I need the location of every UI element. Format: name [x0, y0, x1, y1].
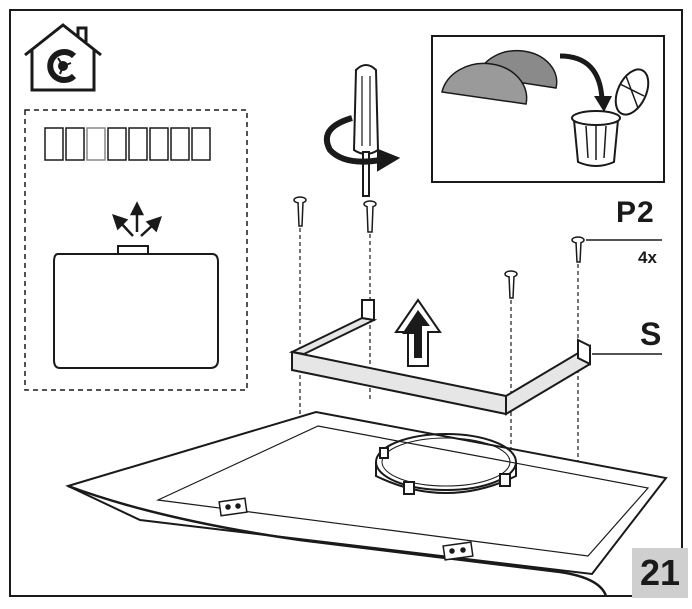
rotate-arrow-icon [323, 115, 401, 172]
filter-strip [44, 127, 211, 161]
outlet-collar-ring [375, 433, 517, 495]
screw-group [293, 196, 585, 299]
bracket-s [288, 299, 591, 416]
outer-frame [9, 9, 683, 597]
recirculation-house-icon [24, 23, 102, 92]
hood-plate [65, 410, 668, 597]
filter-disposal-trash-icon [441, 49, 650, 167]
page-number-badge: 21 [632, 548, 688, 598]
screw-4 [571, 236, 585, 263]
screw-part-label: P2 [616, 196, 655, 229]
screw-quantity-label: 4x [638, 248, 657, 267]
screw-2 [363, 200, 377, 233]
filter-cassette [53, 245, 219, 369]
lift-up-arrow-icon [394, 298, 442, 367]
remove-arrows-icon [112, 201, 162, 237]
hinge-left-icon [218, 497, 248, 517]
bracket-part-label: S [640, 316, 662, 352]
screw-3 [504, 270, 518, 299]
screwdriver-icon [352, 64, 380, 197]
hinge-right-icon [442, 541, 474, 561]
filter-detail-box [24, 109, 248, 391]
screw-1 [293, 196, 307, 227]
